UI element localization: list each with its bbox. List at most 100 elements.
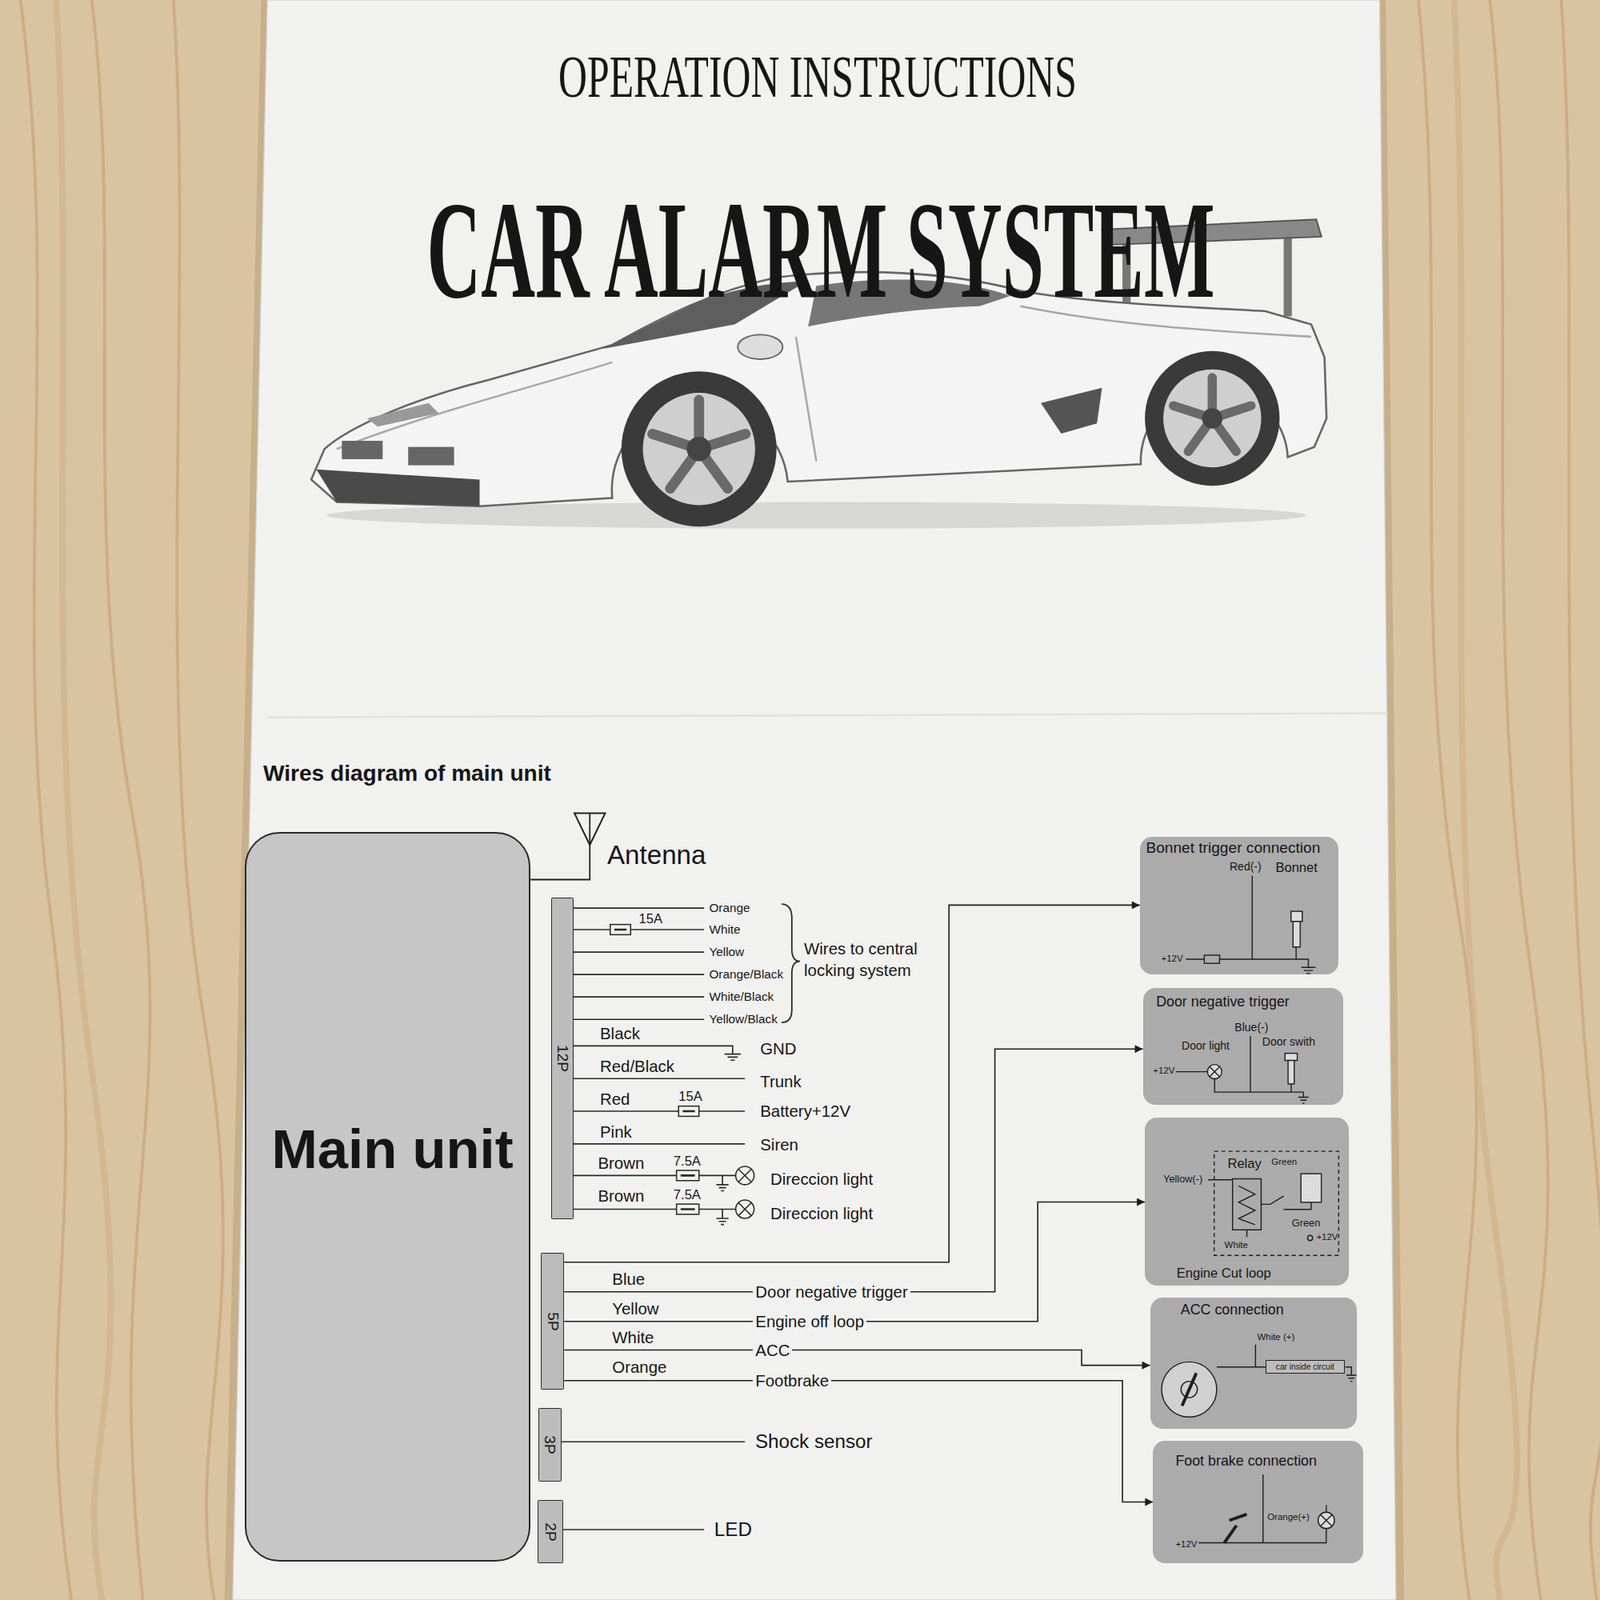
relay-coil [1232,1178,1262,1230]
part-name: Door light [1181,1039,1230,1053]
wire-color: White [612,1328,654,1348]
wing-support [1284,234,1292,316]
signal-name: Direccion light [770,1169,873,1189]
signal-name: Footbrake [752,1371,832,1391]
fuse-rating: 15A [678,1088,703,1105]
car-wheel-hub [686,436,712,462]
ground-symbol [1345,1375,1356,1382]
wire-color: Orange [612,1357,667,1377]
part-name: Relay [1227,1156,1261,1172]
resistor-symbol [1204,955,1220,964]
circuit-wire [1185,875,1308,968]
wire-color: Orange [708,900,750,916]
wire-label: Red(-) [1229,859,1262,873]
car-wheel-spokes [1173,377,1252,452]
wire-connector [564,1202,1145,1322]
ground-symbol [716,1054,741,1225]
wire-connector [564,1048,1143,1292]
signal-name: ACC [752,1340,792,1360]
wire-color: Yellow [612,1299,659,1319]
wire-color: White/Black [708,989,774,1004]
paper-shadow [224,0,1404,1600]
starter-symbol [1300,1173,1322,1203]
signal-name: Shock sensor [755,1430,873,1454]
connection-box: Foot brake connectionOrange(+)+12V [1152,1440,1364,1564]
wire-color: Yellow/Black [708,1012,777,1027]
part-name: Antenna [607,839,707,872]
ground-symbol [1297,1096,1308,1104]
car-side-intake [1040,388,1103,434]
car-front-bumper [316,469,480,507]
car-air-intake [341,440,383,460]
wire-label: Blue(-) [1234,1020,1268,1035]
signal-name: Door negative trigger [752,1282,910,1302]
paper-crease [267,713,1388,718]
wire-color: Orange/Black [708,967,784,982]
wire-label: Green [1292,1217,1320,1230]
signal-name: +12V [1175,1539,1197,1551]
relay-coil [1238,1185,1255,1224]
car-wheel [1144,351,1280,486]
paper-sheet [232,0,1396,1600]
wire-color: Pink [600,1121,632,1141]
fuse-rating: 7.5A [673,1187,701,1204]
car-headlight [367,403,439,427]
box-heading: Door negative trigger [1156,993,1290,1011]
signal-name: GND [760,1039,796,1059]
wire-connector [564,904,1140,1262]
bulb-filament [1320,1514,1332,1526]
section-heading: Wires diagram of main unit [263,760,552,788]
car-wheel-rim [643,392,756,505]
bulb-filament [738,1168,752,1216]
fuse-rating: 15A [638,911,663,928]
wood-grain [20,0,1600,1600]
car-wheel-hub [1202,408,1224,429]
box-heading: ACC connection [1180,1301,1284,1319]
signal-name: LED [714,1517,752,1541]
signal-name: Trunk [760,1072,801,1092]
antenna-wire [530,813,590,880]
circuit-box: car inside circuit [1265,1360,1345,1374]
connector-name: 12P [554,1044,570,1072]
main-unit-box: Main unit [244,832,531,1562]
part-name: car inside circuit [1276,1362,1335,1371]
circuit-wire [1199,1474,1327,1543]
wire-color: Blue [612,1269,645,1289]
box-heading: Engine Cut loop [1176,1265,1272,1282]
wire-color: Yellow [708,944,744,960]
switch-symbol [1291,911,1303,922]
connector-block: 2P [537,1500,564,1564]
car-air-intake [408,447,454,466]
part-name: Door swith [1262,1035,1316,1049]
switch-symbol [1292,921,1300,948]
car-mirror [737,334,783,360]
wire-label: White (+) [1256,1332,1295,1344]
connector-block: 5P [540,1252,564,1390]
brake-pedal [1224,1514,1248,1544]
signal-name: Direccion light [770,1203,873,1223]
signal-name: Siren [760,1135,799,1155]
connection-box: Door negative triggerBlue(-) Door light Do… [1143,988,1344,1106]
wire-color: Brown [597,1186,644,1206]
wire-connector [564,1380,1153,1503]
document-heading: OPERATION INSTRUCTIONS [558,40,1077,112]
bulb-filament [1208,1066,1220,1077]
wire-color: Red [600,1088,630,1108]
switch-symbol [1288,1060,1295,1084]
bracket [781,904,800,1023]
terminal-symbol [1308,1235,1313,1240]
car-wheel-spokes [652,400,746,489]
bulb-symbol [1207,1064,1222,1079]
ground-symbol [1300,967,1316,974]
signal-name: +12V [1161,953,1184,965]
box-heading: Foot brake connection [1175,1452,1317,1470]
signal-name: +12V [1316,1232,1338,1244]
connection-box: Bonnet trigger connectionRed(-)Bonnet+12… [1140,836,1340,975]
wire-color: Brown [597,1153,644,1173]
wire-color: Black [600,1024,640,1044]
wire-label: Yellow(-) [1163,1173,1203,1186]
signal-name: +12V [1152,1065,1175,1077]
fuse-rating: 7.5A [673,1153,701,1170]
connector-block: 12P [551,897,574,1220]
